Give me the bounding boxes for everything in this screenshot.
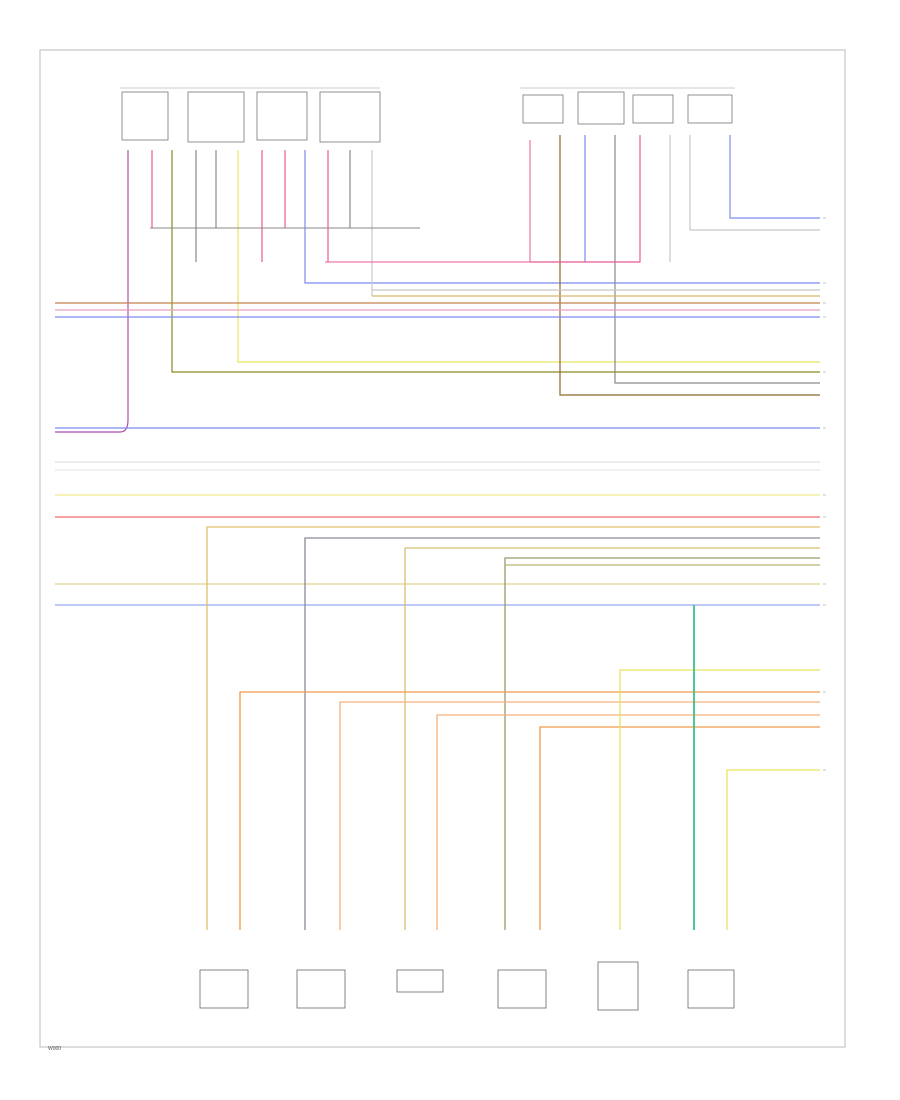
feed-tan-1 bbox=[206, 526, 820, 930]
feed-orange-1 bbox=[239, 691, 820, 930]
wire-pink-right bbox=[530, 135, 641, 263]
feed-orange-4 bbox=[539, 726, 820, 930]
footer-code: W000 bbox=[48, 1046, 61, 1052]
feed-orange-3 bbox=[436, 714, 820, 930]
top-left-vertical-wires bbox=[55, 150, 820, 433]
feed-tan-2 bbox=[404, 547, 820, 930]
feed-yellow-2 bbox=[726, 769, 820, 930]
top-bus-lines bbox=[150, 140, 531, 263]
feed-yellow-1 bbox=[619, 669, 820, 930]
fuel-injector-3 bbox=[632, 94, 674, 124]
sensor-components bbox=[199, 961, 735, 1011]
horizontal-bus-wires bbox=[55, 289, 820, 606]
feed-grey-2 bbox=[504, 557, 820, 930]
wire-grey-right-3 bbox=[689, 135, 820, 231]
injector-connector-group bbox=[120, 87, 381, 143]
injector-connector-2 bbox=[187, 91, 245, 143]
sensor-box-3 bbox=[396, 969, 444, 993]
right-edge-tick-marks bbox=[823, 217, 826, 771]
feed-orange-2 bbox=[339, 701, 820, 930]
fuel-injector-1 bbox=[522, 94, 564, 124]
sensor-box-1 bbox=[199, 969, 249, 1009]
fuel-injector-4 bbox=[687, 94, 733, 124]
wire-grey-right bbox=[614, 135, 820, 384]
sensor-box-4 bbox=[497, 969, 547, 1009]
wire-violet-main bbox=[55, 150, 129, 433]
fuel-injector-group bbox=[520, 87, 735, 125]
injector-connector-3 bbox=[256, 91, 308, 141]
wire-blue-right-2 bbox=[729, 135, 820, 219]
top-right-vertical-wires bbox=[530, 135, 820, 396]
sensor-box-5 bbox=[597, 961, 639, 1011]
sensor-box-2 bbox=[296, 969, 346, 1009]
wire-olive-1 bbox=[171, 150, 820, 373]
sensor-box-6 bbox=[687, 969, 735, 1009]
wire-grey-3 bbox=[304, 150, 820, 284]
fuel-injector-2 bbox=[577, 91, 625, 125]
injector-connector-4 bbox=[319, 91, 381, 143]
diagram-frame bbox=[39, 49, 846, 1048]
sensor-feed-wires bbox=[206, 526, 820, 930]
wire-brown-right bbox=[559, 135, 820, 396]
injector-connector-1 bbox=[121, 91, 169, 141]
wire-yellow-1 bbox=[237, 150, 820, 363]
feed-grey-1 bbox=[304, 537, 820, 930]
